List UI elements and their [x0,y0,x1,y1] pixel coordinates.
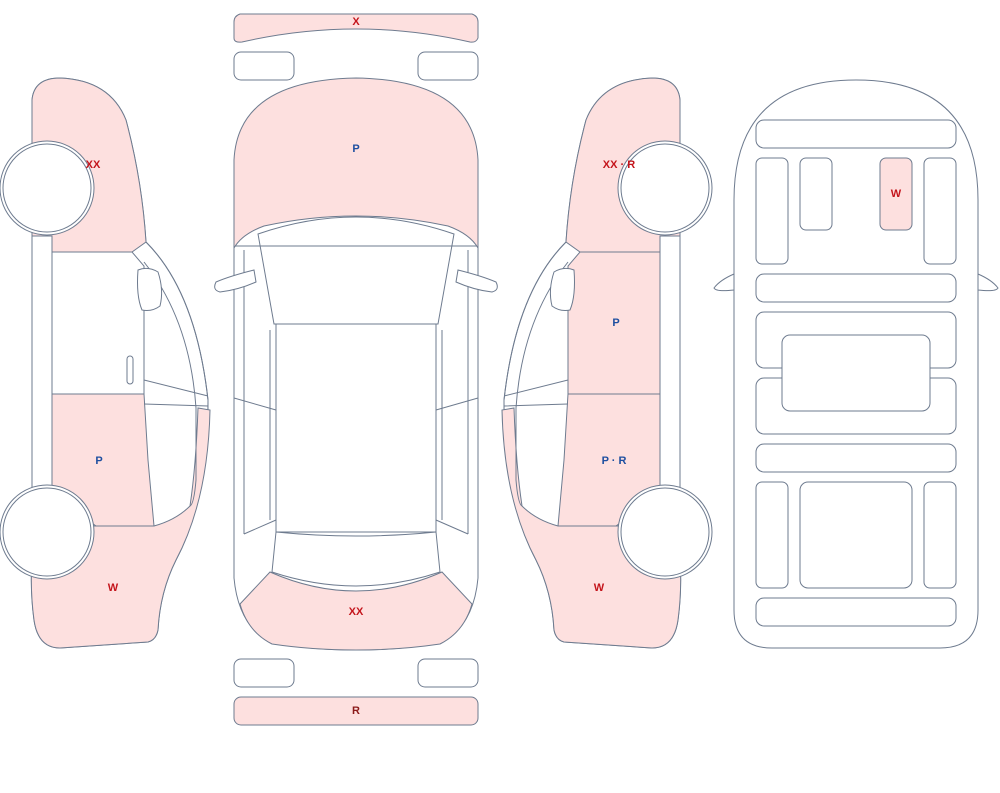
rear-floor-bar[interactable] [755,443,957,473]
right-rear-seat-side[interactable] [923,481,957,589]
left-rear-door-code: P [95,455,102,467]
right-front-door-code: P [612,317,619,329]
right-taillight[interactable] [417,658,479,688]
interior-right-mirror[interactable] [977,273,999,292]
right-headlight[interactable] [417,51,479,81]
left-rear-quarter-code: W [108,582,119,594]
left-door-handle[interactable] [126,355,134,385]
right-side-mirror[interactable] [455,269,498,293]
rear-cargo-area[interactable] [799,481,913,589]
trunk-lid-panel[interactable] [239,571,473,651]
left-side-mirror-profile[interactable] [137,267,163,311]
left-taillight[interactable] [233,658,295,688]
center-console[interactable] [781,334,931,412]
front-bumper-panel[interactable] [233,13,479,43]
left-front-fender-code: XX [86,159,101,171]
left-front-door-panel[interactable] [51,251,145,395]
right-side-mirror-profile[interactable] [549,267,575,311]
right-rear-door-code: P · R [602,455,627,467]
left-rear-seat-side[interactable] [755,481,789,589]
hood-panel[interactable] [233,77,479,250]
passenger-seat[interactable] [879,157,913,231]
front-bumper-code: X [352,16,360,28]
right-rear-quarter-code: W [594,582,605,594]
rear-bumper-panel[interactable] [233,696,479,726]
right-front-door-panel[interactable] [567,251,661,395]
left-side-mirror[interactable] [214,269,257,293]
left-headlight[interactable] [233,51,295,81]
right-rear-quarter-panel[interactable] [501,407,682,649]
rear-window[interactable] [271,531,441,587]
right-side-view: XX · R P P · R W [501,77,713,649]
top-view: X P XX R [214,13,498,726]
left-front-seat-side[interactable] [755,157,789,265]
driver-seat[interactable] [799,157,833,231]
trunk-lid-code: XX [349,606,364,618]
rear-shelf[interactable] [755,597,957,627]
front-floor-bar[interactable] [755,273,957,303]
left-side-view: XX P W [0,77,211,649]
interior-left-mirror[interactable] [713,273,735,292]
right-front-fender-code: XX · R [603,159,635,171]
hood-code: P [352,143,359,155]
left-rear-quarter-panel[interactable] [30,407,211,649]
roof-panel[interactable] [275,323,437,533]
windshield[interactable] [257,216,455,325]
rear-bumper-code: R [352,705,360,717]
interior-view: W [713,79,999,649]
interior-seat-code: W [891,188,902,200]
right-front-seat-side[interactable] [923,157,957,265]
dashboard[interactable] [755,119,957,149]
